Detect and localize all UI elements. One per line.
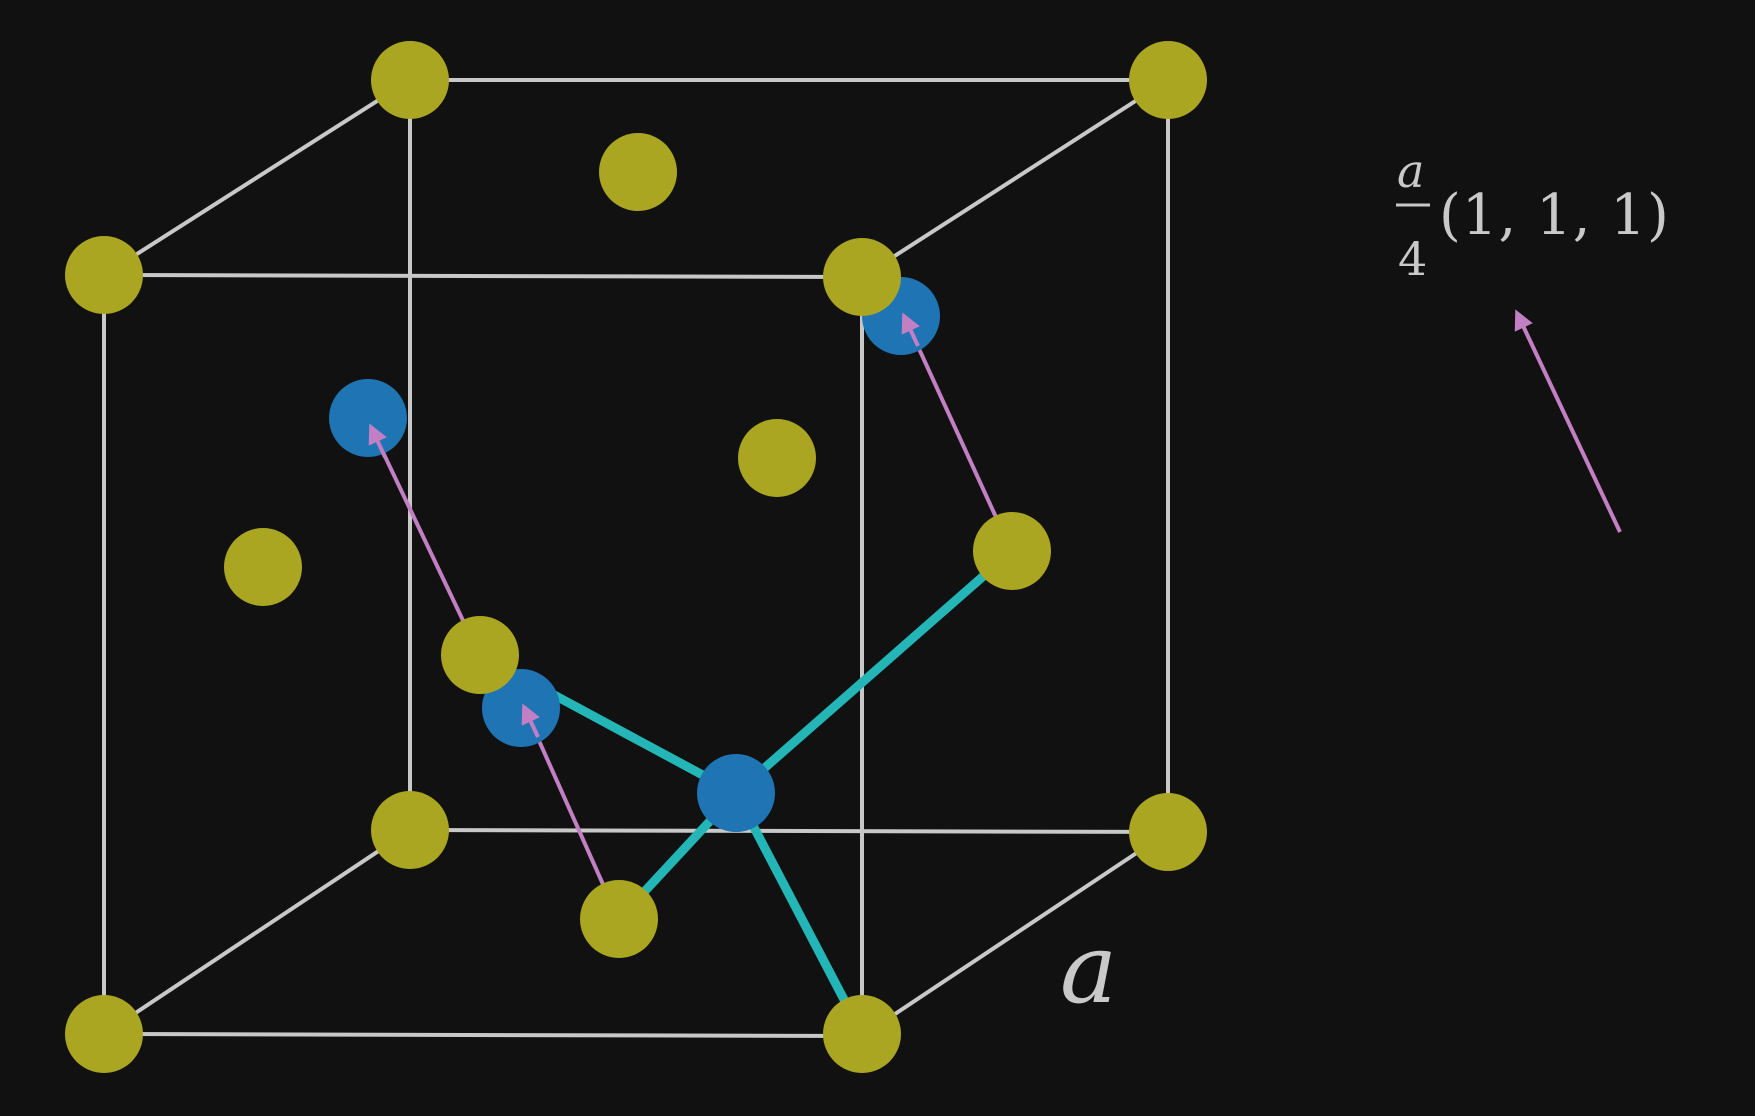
cube-edge	[102, 828, 412, 1036]
fcc-atom	[441, 616, 519, 694]
fcc-atom	[973, 512, 1051, 590]
fcc-atom	[580, 880, 658, 958]
cube-edges	[102, 78, 1170, 1038]
translation-arrow-legend	[1514, 309, 1622, 533]
basis-atoms	[329, 277, 940, 832]
lattice-constant-label: a	[1060, 913, 1117, 1025]
vector-denominator: 4	[1398, 232, 1427, 286]
fcc-atom	[738, 419, 816, 497]
fcc-atoms-front	[441, 238, 901, 1073]
fcc-atom	[224, 528, 302, 606]
translation-arrow	[901, 312, 1013, 551]
fcc-atom	[823, 995, 901, 1073]
fcc-atom	[65, 236, 143, 314]
fcc-atom	[1129, 793, 1207, 871]
fcc-atom	[599, 133, 677, 211]
cube-edge	[103, 1032, 863, 1038]
arrow-tip	[521, 703, 540, 738]
fcc-atom	[371, 791, 449, 869]
fcc-atom	[1129, 41, 1207, 119]
basis-atom	[329, 379, 407, 457]
basis-atom	[697, 754, 775, 832]
fcc-atom	[823, 238, 901, 316]
fcc-atom	[371, 41, 449, 119]
translation-vector-label: a 4 (1, 1, 1)	[1396, 144, 1670, 286]
basis-atom	[482, 669, 560, 747]
vector-components: (1, 1, 1)	[1439, 183, 1670, 248]
bond	[731, 546, 1017, 798]
cube-edge	[102, 78, 412, 277]
fcc-atom	[65, 995, 143, 1073]
translation-arrow	[368, 423, 480, 653]
cube-edge	[103, 273, 863, 279]
vector-numerator: a	[1397, 144, 1424, 198]
bond	[731, 788, 867, 1039]
arrow-tip	[368, 423, 387, 458]
arrow-tip	[901, 312, 920, 347]
arrow-tips	[368, 312, 920, 738]
cube-edge	[860, 830, 1170, 1038]
cube-edge	[860, 78, 1170, 279]
fcc-atoms	[65, 41, 1207, 1073]
cube-edge	[409, 828, 1169, 834]
